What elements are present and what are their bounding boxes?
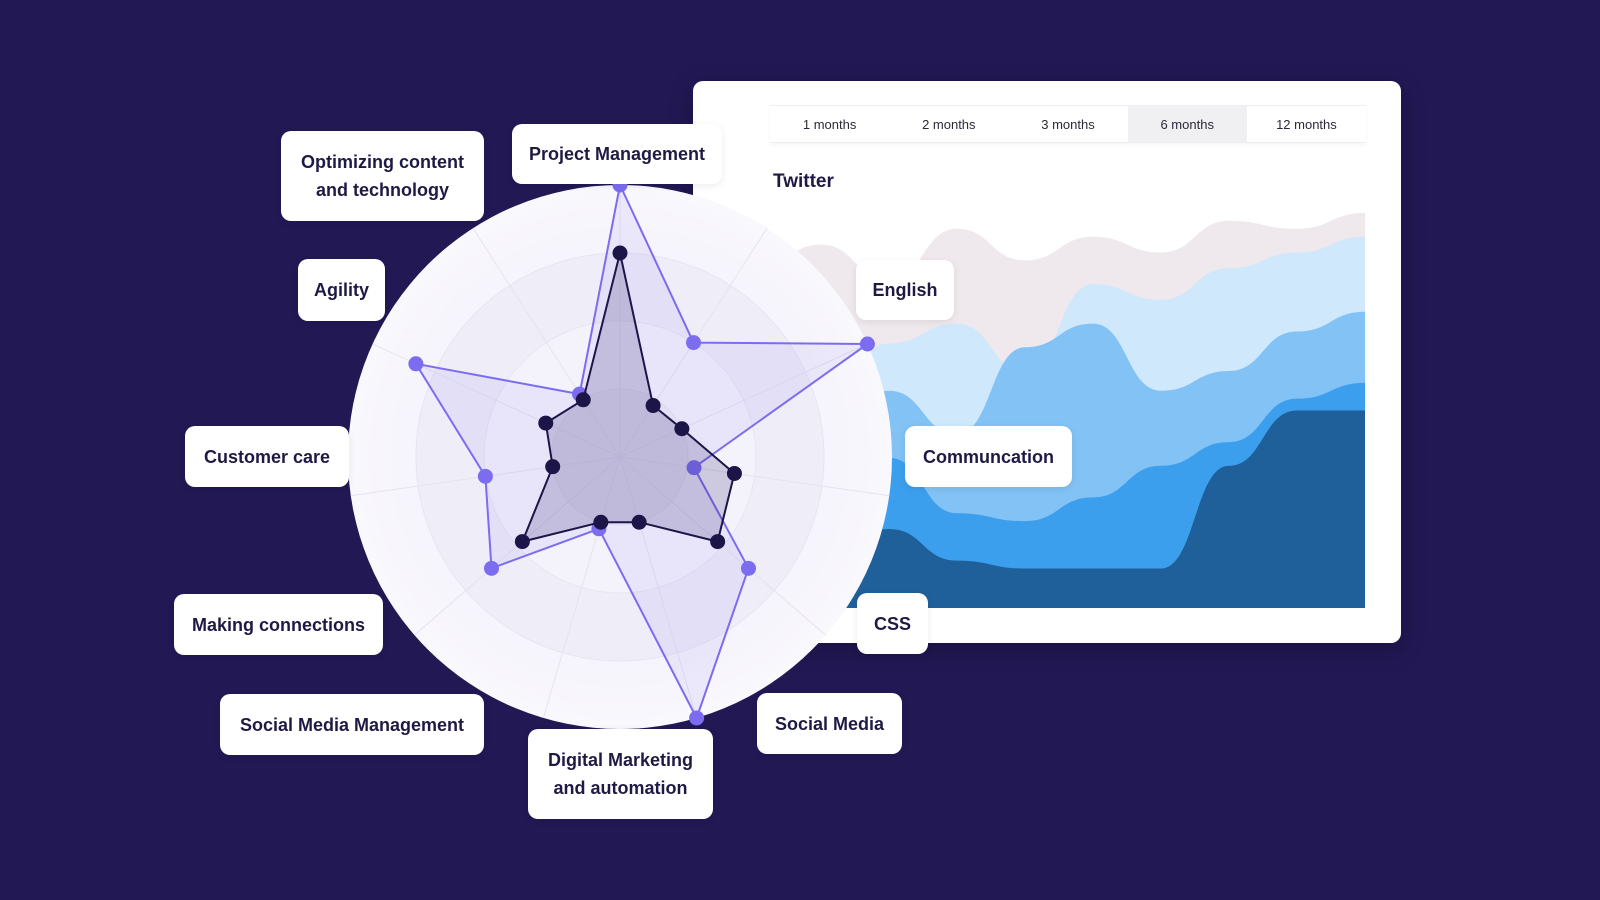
radar-spoke-3 <box>619 343 868 458</box>
radar-series-1-point-6 <box>689 710 705 726</box>
label-social-media: Social Media <box>757 693 902 754</box>
label-project-management: Project Management <box>512 124 722 184</box>
radar-series-1-point-2 <box>686 335 702 351</box>
label-english: English <box>856 260 954 320</box>
label-communication: Communcation <box>905 426 1072 487</box>
tab-3-months[interactable]: 3 months <box>1041 116 1095 132</box>
radar-series-1-polygon <box>414 184 869 719</box>
label-digital-marketing: Digital Marketing and automation <box>528 729 713 819</box>
radar-series-1-point-10 <box>408 356 424 372</box>
radar-series-2-point-11 <box>575 392 591 408</box>
panel-title: Twitter <box>773 171 834 192</box>
radar-series-2-point-8 <box>514 534 530 550</box>
tab-1-months[interactable]: 1 months <box>802 116 857 132</box>
radar-series-2-point-3 <box>674 421 690 437</box>
label-agility: Agility <box>298 259 385 321</box>
tab-12-months[interactable]: 12 months <box>1276 116 1337 132</box>
radar-series-2-point-7 <box>593 514 609 530</box>
radar-series-2-point-2 <box>645 398 661 414</box>
radar-series-2-point-6 <box>631 514 647 530</box>
area-series-5 <box>753 410 1365 608</box>
radar-spoke-4 <box>619 456 890 497</box>
radar-series-1-point-3 <box>859 336 875 352</box>
radar-series-2-point-5 <box>710 534 726 550</box>
radar-series-1-point-8 <box>484 560 500 576</box>
radar-series-2-point-10 <box>538 415 554 431</box>
radar-spoke-7 <box>542 456 621 719</box>
radar-series-2-point-9 <box>545 459 561 475</box>
radar-series-2-point-4 <box>726 465 742 481</box>
radar-series-2-point-1 <box>612 245 628 261</box>
label-optimizing-content: Optimizing content and technology <box>281 131 484 221</box>
time-range-tabs: 1 months 2 months 3 months 6 months 12 m… <box>770 105 1366 143</box>
label-social-media-management: Social Media Management <box>220 694 484 755</box>
label-css: CSS <box>857 593 928 654</box>
radar-series-1-point-5 <box>740 560 756 576</box>
label-making-connections: Making connections <box>174 594 383 655</box>
radar-spoke-11 <box>472 227 621 458</box>
radar-series-1-point-4 <box>686 460 702 476</box>
radar-series-1-point-9 <box>477 468 493 484</box>
tab-6-months[interactable]: 6 months <box>1127 106 1247 142</box>
tab-2-months[interactable]: 2 months <box>922 116 976 132</box>
label-customer-care: Customer care <box>185 426 349 487</box>
radar-spoke-6 <box>619 456 698 719</box>
